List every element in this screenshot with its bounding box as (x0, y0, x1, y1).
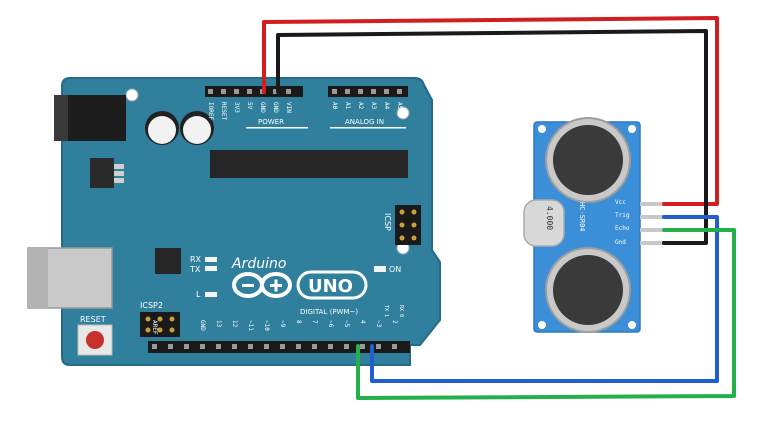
analog-pin-label: A4 (383, 102, 390, 110)
power-pin-label: 3V3 (233, 102, 240, 113)
analog-pin-label: A1 (344, 102, 351, 110)
wires (262, 16, 736, 400)
led-l (205, 292, 217, 297)
digital-pin-label: GND (199, 320, 206, 331)
digital-pin-label: 12 (231, 320, 238, 328)
analog-pin-label: A0 (331, 102, 338, 110)
analog-underline (330, 127, 406, 129)
led-tx (205, 266, 217, 271)
analog-header (328, 86, 408, 97)
usb-chip (155, 248, 181, 274)
wire-pin2-trig[interactable] (370, 215, 719, 383)
led-rx (205, 257, 217, 262)
analog-header-label: ANALOG IN (345, 118, 384, 126)
digital-pin-label: 13 (215, 320, 222, 328)
digital-pin-label: ~10 (263, 320, 270, 331)
capacitor (145, 111, 179, 145)
analog-pin-label: A2 (357, 102, 364, 110)
digital-pin-label: ~11 (247, 320, 254, 331)
digital-pin-label: ~6 (327, 320, 334, 328)
digital-pin-label: 4 (359, 320, 366, 324)
power-pin-label: VIN (285, 102, 292, 113)
digital-pin-label: 8 (295, 320, 302, 324)
digital-pin-label: RX 0 (398, 305, 404, 317)
sensor-pin-label: Trig (615, 212, 630, 219)
sensor-mount-hole (538, 125, 546, 133)
uno-text: UNO (308, 276, 353, 297)
board-pcb (61, 77, 441, 366)
digital-pin-label: TX 1 (383, 305, 389, 317)
led-tx-label: TX (189, 265, 201, 274)
led-on (374, 266, 386, 272)
power-underline (246, 127, 308, 129)
sensor-pin-gnd (640, 241, 664, 245)
reset-button-cap[interactable] (86, 331, 104, 349)
regulator-leg (114, 164, 124, 169)
led-l-label: L (196, 290, 201, 299)
power-pin-label: 5V (246, 102, 253, 110)
arduino-logo (232, 272, 292, 298)
mount-hole (396, 106, 410, 120)
sensor-mount-hole (628, 125, 636, 133)
arduino-brand-text: Arduino (231, 256, 286, 272)
wire-5v-vcc[interactable] (262, 16, 719, 206)
wire-pin3-echo[interactable] (356, 228, 736, 400)
digital-pin-label: ~3 (375, 320, 382, 328)
regulator-leg (114, 178, 124, 183)
hc-sr04-sensor: 4.000 HC-SR04 Vcc Trig Echo Gnd (523, 117, 664, 333)
atmega-chip (210, 150, 408, 178)
digital-pin-label: ~9 (279, 320, 286, 328)
icsp-label: ICSP (383, 213, 392, 231)
power-header-label: POWER (258, 118, 284, 126)
regulator-leg (114, 171, 124, 176)
power-jack-inner (54, 95, 68, 141)
digital-pin-label: 7 (311, 320, 318, 324)
reset-label: RESET (80, 315, 106, 324)
icsp2-header (140, 312, 180, 337)
sensor-mount-hole (538, 321, 546, 329)
digital-pin-label: AREF (151, 320, 158, 335)
analog-pin-label: A3 (370, 102, 377, 110)
digital-pin-label: 2 (391, 320, 398, 324)
usb-inner (28, 248, 48, 308)
crystal-label: 4.000 (545, 206, 554, 230)
arduino-uno-board: ICSP ICSP2 RESET RX TX L ON Arduino (27, 77, 441, 366)
power-pin-label: IOREF (207, 102, 214, 120)
sensor-pin-label: Gnd (615, 239, 626, 246)
digital-pin-label: ~5 (343, 320, 350, 328)
wire-gnd-gnd[interactable] (276, 29, 708, 245)
sensor-mount-hole (628, 321, 636, 329)
power-pin-label: RESET (220, 102, 227, 120)
sensor-pin-trig (640, 215, 664, 219)
led-on-label: ON (389, 265, 401, 274)
icsp2-label: ICSP2 (140, 301, 163, 310)
sensor-model-label: HC-SR04 (578, 202, 586, 232)
analog-pin-label: A5 (396, 102, 403, 110)
digital-header (148, 341, 410, 353)
sensor-pin-vcc (640, 202, 664, 206)
uno-badge (296, 270, 368, 300)
icsp-header (395, 205, 421, 245)
transducer-bottom (545, 247, 631, 333)
transducer-top (545, 117, 631, 203)
power-pin-label: GND (272, 102, 279, 113)
sensor-pin-label: Echo (615, 225, 630, 232)
capacitor (180, 111, 214, 145)
power-header (205, 86, 303, 97)
voltage-regulator (90, 158, 114, 188)
crystal-oscillator (523, 199, 565, 247)
power-pin-label: GND (259, 102, 266, 113)
sensor-pin-echo (640, 228, 664, 232)
led-rx-label: RX (190, 255, 202, 264)
digital-header-label: DIGITAL (PWM~) (300, 308, 358, 316)
sensor-pin-label: Vcc (615, 199, 626, 206)
mount-hole (125, 88, 139, 102)
